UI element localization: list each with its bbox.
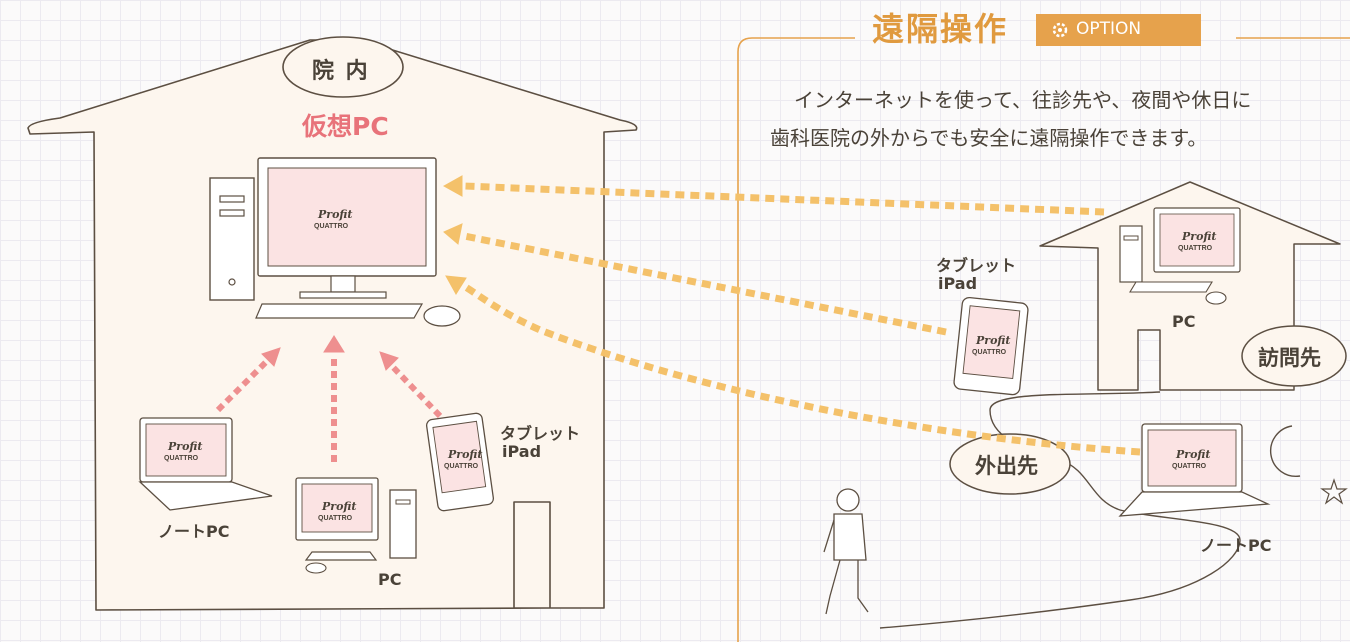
pink-arrows: [215, 335, 443, 462]
clinic-pc-illustration: [295, 477, 417, 574]
remote-ipad-label: iPad: [938, 274, 978, 293]
clinic-notebook-illustration: [138, 417, 273, 511]
orange-connection-lines: [442, 175, 1141, 456]
remote-tablet-illustration: [953, 296, 1029, 396]
remote-panel-frame: [737, 37, 1350, 642]
clinic-tablet-illustration: [425, 412, 495, 512]
in-clinic-bubble: [282, 36, 404, 98]
outside-label: 外出先: [975, 454, 1038, 478]
remote-notebook-label: ノートPC: [1200, 536, 1272, 555]
visited-home-pc-label: PC: [1172, 312, 1196, 331]
visit-label: 訪問先: [1258, 346, 1321, 370]
clinic-tablet-label: タブレット: [500, 424, 581, 443]
virtual-pc-illustration: [209, 157, 461, 327]
remote-title: 遠隔操作: [872, 10, 1009, 48]
visited-home-pc-illustration: [1119, 207, 1241, 305]
remote-tablet-label: タブレット: [936, 256, 1017, 275]
option-badge: OPTION: [1076, 19, 1142, 39]
moon-icon: [1270, 425, 1301, 478]
option-badge-box: [1036, 14, 1201, 46]
clinic-ipad-label: iPad: [502, 442, 542, 461]
visit-bubble: [1241, 325, 1347, 387]
walking-person-illustration: [823, 488, 869, 615]
virtual-pc-title: 仮想PC: [302, 112, 389, 141]
outside-bubble: [949, 433, 1071, 495]
in-clinic-label: 院 内: [312, 59, 370, 84]
star-icon: [1320, 478, 1348, 505]
remote-description-line2: 歯科医院の外からでも安全に遠隔操作できます。: [770, 126, 1208, 150]
remote-description-line1: インターネットを使って、往診先や、夜間や休日に: [794, 88, 1252, 112]
clinic-pc-label: PC: [378, 570, 402, 589]
clinic-notebook-label: ノートPC: [158, 522, 230, 541]
remote-notebook-illustration: [1118, 423, 1271, 517]
